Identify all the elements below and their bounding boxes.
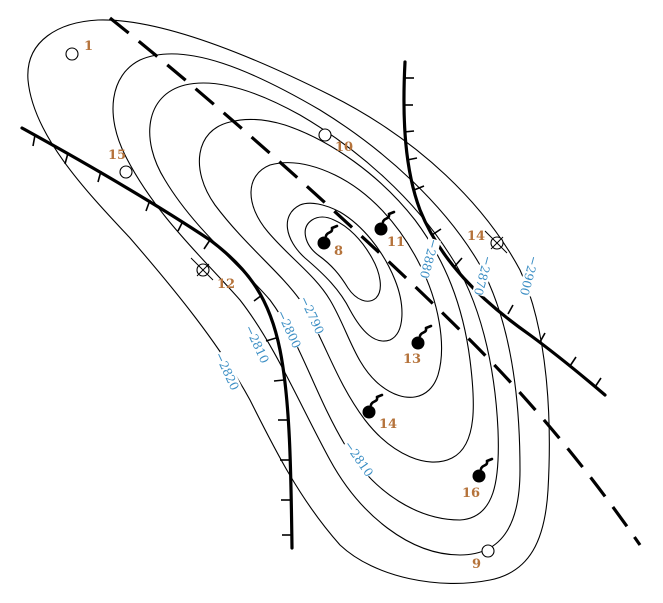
well-label: 8 xyxy=(334,244,343,259)
abandoned-well-icon xyxy=(190,257,214,281)
fault-tick xyxy=(431,228,442,236)
contour-label: −2900 xyxy=(517,254,541,297)
fault-tick xyxy=(454,257,463,267)
contour-value: −2870 xyxy=(471,254,495,297)
contour-line xyxy=(304,216,381,302)
contour-value: −2820 xyxy=(212,350,242,393)
contour-value: −2810 xyxy=(341,438,376,479)
contour-line xyxy=(250,162,443,398)
dry-well-icon xyxy=(119,165,133,179)
fault-tick xyxy=(539,332,546,343)
well-10[interactable]: 10 xyxy=(318,128,353,155)
wells: 1 15 10 12 14 8 11 13 14 16 9 xyxy=(65,39,508,572)
well-8[interactable]: 8 xyxy=(317,224,344,259)
oil-well-icon xyxy=(362,393,384,419)
fault-line xyxy=(20,126,294,550)
contour-labels: −2820−2810−2800−2790−2810−2880−2870−2900 xyxy=(212,237,541,479)
well-15[interactable]: 15 xyxy=(108,148,133,179)
fault-tick xyxy=(413,185,425,191)
fault-west xyxy=(20,126,294,550)
well-label: 1 xyxy=(84,39,93,54)
fault-tick xyxy=(177,220,184,232)
well-14s[interactable]: 14 xyxy=(362,393,398,432)
well-12[interactable]: 12 xyxy=(190,257,235,292)
fault-tick xyxy=(145,199,151,212)
contour-value: −2790 xyxy=(297,294,327,337)
contour-label: −2820 xyxy=(212,350,242,393)
contour-line xyxy=(286,202,403,342)
well-label: 10 xyxy=(335,140,353,155)
fault-tick xyxy=(97,170,102,183)
well-label: 14 xyxy=(379,417,397,432)
well-9[interactable]: 9 xyxy=(472,544,495,572)
contour-label: −2790 xyxy=(297,294,327,337)
well-label: 14 xyxy=(467,229,485,244)
fault-tick xyxy=(203,239,211,250)
contour-label: −2810 xyxy=(242,323,272,366)
contour-label: −2810 xyxy=(341,438,376,479)
fault-tick xyxy=(569,356,577,367)
fault-tick xyxy=(406,157,418,161)
fault-tick xyxy=(253,294,263,302)
well-16[interactable]: 16 xyxy=(462,457,494,501)
fault-tick xyxy=(32,134,36,147)
fault-tick xyxy=(64,152,69,165)
fault-tick xyxy=(273,379,285,382)
fault-tick xyxy=(403,130,415,133)
fault-east xyxy=(402,60,607,397)
contour-line xyxy=(149,82,499,521)
well-14n[interactable]: 14 xyxy=(467,229,508,254)
well-label: 16 xyxy=(462,486,480,501)
dry-well-icon xyxy=(65,47,79,61)
contour-line xyxy=(27,19,550,584)
oil-well-icon xyxy=(411,324,433,350)
oil-well-icon xyxy=(374,210,396,236)
contour-value: −2810 xyxy=(242,323,272,366)
well-11[interactable]: 11 xyxy=(374,210,406,250)
contour-line xyxy=(112,53,521,556)
oil-well-icon xyxy=(317,224,339,250)
well-1[interactable]: 1 xyxy=(65,39,93,61)
fault-line xyxy=(402,60,607,397)
well-label: 13 xyxy=(403,352,421,367)
well-label: 15 xyxy=(108,148,126,163)
dashed-boundary-line xyxy=(109,16,642,546)
well-label: 9 xyxy=(472,557,481,572)
contour-label: −2870 xyxy=(471,254,495,297)
abandoned-well-icon xyxy=(484,230,508,254)
dry-well-icon xyxy=(481,544,495,558)
contour-line xyxy=(198,118,474,463)
contour-value: −2900 xyxy=(517,254,541,297)
fault-tick xyxy=(265,337,277,342)
oil-well-icon xyxy=(472,457,494,483)
contour-lines xyxy=(27,19,550,584)
fault-tick xyxy=(507,304,514,315)
well-13[interactable]: 13 xyxy=(403,324,433,367)
contour-label: −2880 xyxy=(417,237,441,280)
well-label: 11 xyxy=(387,235,405,250)
well-label: 12 xyxy=(217,277,235,292)
fault-tick xyxy=(594,377,602,388)
contour-value: −2880 xyxy=(417,237,441,280)
dry-well-icon xyxy=(318,128,332,142)
